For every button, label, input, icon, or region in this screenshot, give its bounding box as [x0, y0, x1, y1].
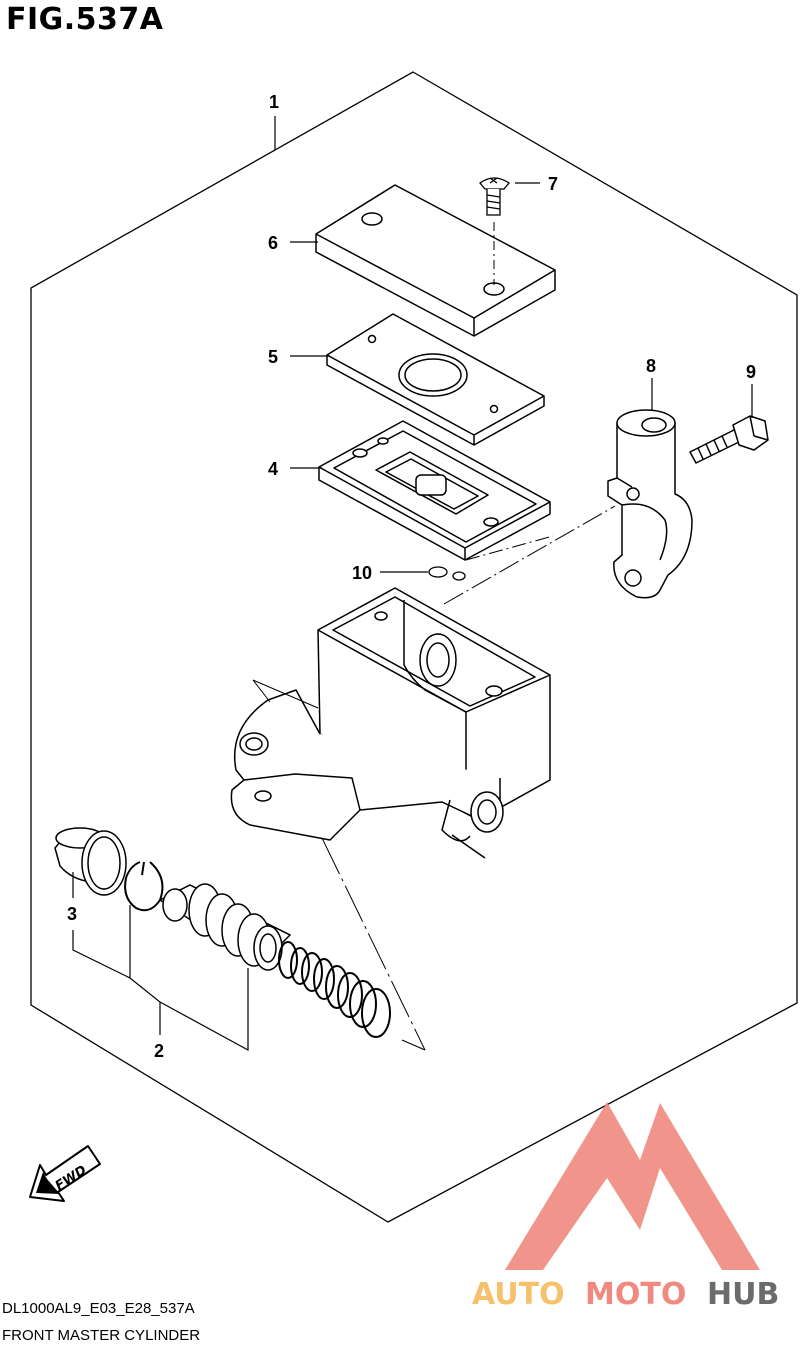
watermark-hub: HUB: [707, 1277, 779, 1312]
return-spring: [278, 941, 391, 1038]
label-part-10: 10: [352, 563, 372, 583]
label-part-4: 4: [268, 459, 278, 479]
figure-code: DL1000AL9_E03_E28_537A: [2, 1300, 195, 1317]
master-cylinder-body: [230, 587, 551, 859]
label-part-8: 8: [646, 356, 656, 376]
fwd-arrow-icon: FWD: [29, 1145, 101, 1202]
label-part-9: 9: [746, 362, 756, 382]
leader-lines: [72, 116, 753, 1052]
cap-screw: [479, 177, 510, 216]
reservoir-cap: [315, 184, 556, 337]
diaphragm: [318, 420, 551, 561]
label-part-3: 3: [67, 904, 77, 924]
small-washer: [428, 566, 466, 581]
label-part-7: 7: [548, 174, 558, 194]
dust-boot: [54, 827, 127, 896]
label-part-2: 2: [154, 1041, 164, 1061]
clamp-bolt: [689, 415, 769, 464]
figure-title: FIG.537A: [6, 2, 164, 37]
label-part-5: 5: [268, 347, 278, 367]
watermark-auto: AUTO: [472, 1277, 565, 1312]
label-part-6: 6: [268, 233, 278, 253]
figure-name: FRONT MASTER CYLINDER: [2, 1327, 201, 1344]
piston-assembly: [158, 883, 292, 971]
watermark-moto: MOTO: [585, 1277, 686, 1312]
circlip: [124, 861, 164, 912]
clamp-holder: [607, 409, 693, 599]
label-part-1: 1: [269, 92, 279, 112]
assembly-outline: [30, 71, 798, 1223]
diaphragm-plate: [326, 313, 545, 446]
watermark-logo-icon: [505, 1102, 760, 1270]
